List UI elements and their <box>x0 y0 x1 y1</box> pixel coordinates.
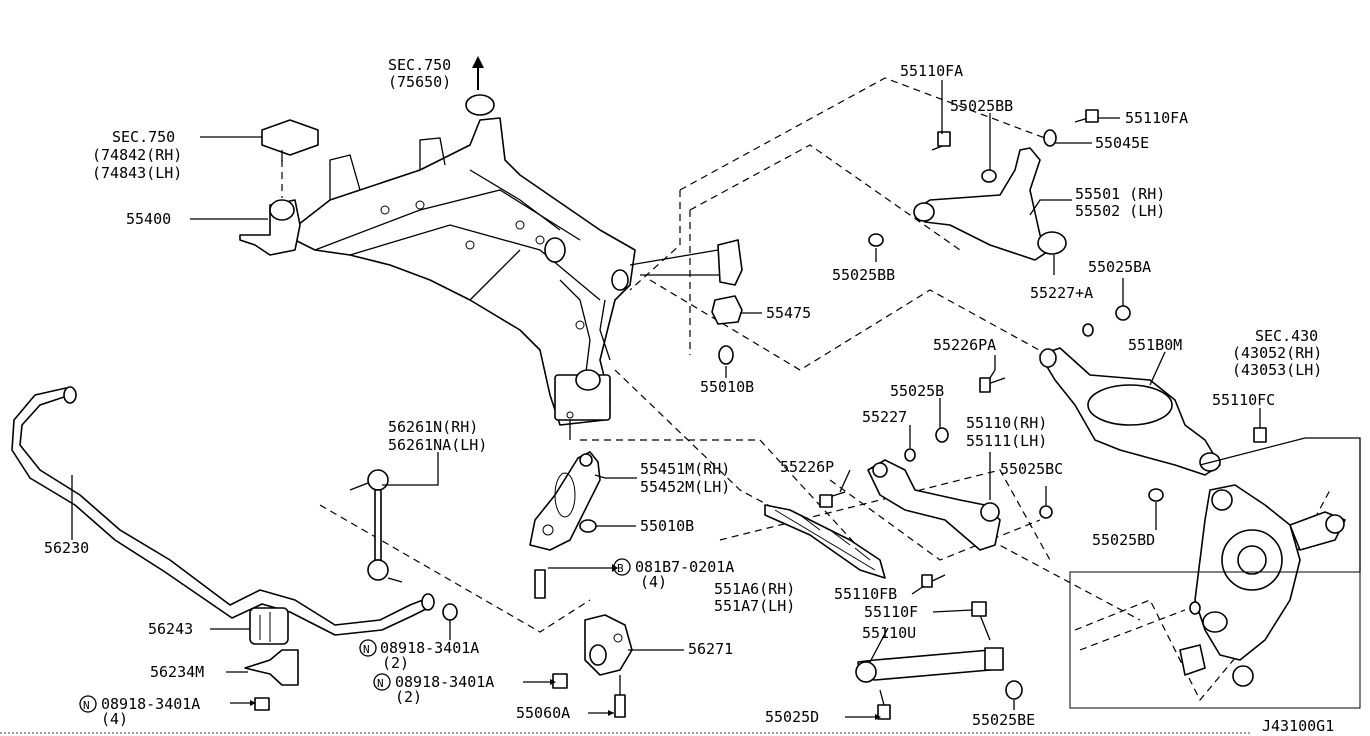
arm-55451M <box>529 451 601 599</box>
label-08918-c-qty: (4) <box>101 710 128 728</box>
svg-text:N: N <box>377 677 384 690</box>
label-08918-b-qty: (2) <box>395 688 422 706</box>
knuckle-ref-line <box>1199 437 1361 572</box>
label-55227a: 55227+A <box>1030 284 1093 302</box>
bushing-56243 <box>249 607 289 645</box>
label-55110rh: 55110(RH) <box>966 414 1047 432</box>
knuckle-43052 <box>1179 484 1346 687</box>
label-08918-a: 08918-3401A <box>380 639 479 657</box>
label-55025d: 55025D <box>765 708 819 726</box>
label-551b0m: 551B0M <box>1128 336 1182 354</box>
label-55010b-b: 55010B <box>640 517 694 535</box>
label-081b7-qty: (4) <box>640 573 667 591</box>
label-55111lh: 55111(LH) <box>966 432 1047 450</box>
label-55025be: 55025BE <box>972 711 1035 729</box>
lateral-link-55110U <box>855 574 1023 720</box>
label-55400: 55400 <box>126 210 171 228</box>
label-56230: 56230 <box>44 539 89 557</box>
label-75650: (75650) <box>388 73 451 91</box>
label-74843: (74843(LH) <box>92 164 182 182</box>
label-43052: (43052(RH) <box>1232 344 1322 362</box>
mount-bracket-74842 <box>261 119 319 162</box>
label-56261n: 56261N(RH) <box>388 418 478 436</box>
label-55451m: 55451M(RH) <box>640 460 730 478</box>
label-551a7: 551A7(LH) <box>714 597 795 615</box>
label-56271: 56271 <box>688 640 733 658</box>
label-55110fc: 55110FC <box>1212 391 1275 409</box>
upper-arm-55501 <box>868 109 1099 275</box>
label-55502: 55502 (LH) <box>1075 202 1165 220</box>
stabilizer-bar-56230 <box>11 386 435 636</box>
label-sec430: SEC.430 <box>1255 327 1318 345</box>
svg-text:N: N <box>363 643 370 656</box>
lower-link-551B0M <box>904 305 1267 502</box>
label-08918-a-qty: (2) <box>382 654 409 672</box>
label-43053: (43053(LH) <box>1232 361 1322 379</box>
bracket-56271 <box>552 614 633 718</box>
knuckle-detail-box <box>1069 571 1361 709</box>
toe-link-551A6 <box>764 504 886 579</box>
label-08918-c: 08918-3401A <box>101 695 200 713</box>
label-55010b-a: 55010B <box>700 378 754 396</box>
label-74842: (74842(RH) <box>92 146 182 164</box>
callout-labels: SEC.750 (75650) SEC.750 (74842(RH) (7484… <box>44 56 1334 735</box>
label-55025b: 55025B <box>890 382 944 400</box>
label-55025bd: 55025BD <box>1092 531 1155 549</box>
label-56243: 56243 <box>148 620 193 638</box>
label-551a6: 551A6(RH) <box>714 580 795 598</box>
label-55110u: 55110U <box>862 624 916 642</box>
label-55110fb: 55110FB <box>834 585 897 603</box>
arm-55110 <box>819 459 1053 551</box>
label-55475: 55475 <box>766 304 811 322</box>
label-55226p: 55226P <box>780 458 834 476</box>
stabilizer-link-56261N <box>349 469 403 583</box>
grouping-dashed-lines <box>319 77 1331 702</box>
label-56234m: 56234M <box>150 663 204 681</box>
label-55110fa-b: 55110FA <box>1125 109 1188 127</box>
diagram-id: J43100G1 <box>1262 717 1334 735</box>
label-55110f: 55110F <box>864 603 918 621</box>
label-55025ba: 55025BA <box>1088 258 1151 276</box>
nut-marker-icon-b: N <box>373 673 391 691</box>
label-55227: 55227 <box>862 408 907 426</box>
label-55025bc: 55025BC <box>1000 460 1063 478</box>
label-sec750-mount: SEC.750 <box>112 128 175 146</box>
label-08918-b: 08918-3401A <box>395 673 494 691</box>
label-55060a: 55060A <box>516 704 570 722</box>
nut-marker-icon-a: N <box>359 639 377 657</box>
label-55110fa-a: 55110FA <box>900 62 963 80</box>
label-55025bb-a: 55025BB <box>950 97 1013 115</box>
subframe-mount-55400 <box>239 160 301 256</box>
nut-marker-icon-c: N <box>79 695 97 713</box>
label-081b7: 081B7-0201A <box>635 558 734 576</box>
up-arrow-icon <box>472 56 484 90</box>
leader-arrowheads <box>250 564 881 720</box>
rear-subframe <box>284 94 636 440</box>
label-55226pa: 55226PA <box>933 336 996 354</box>
bushing-55475 <box>629 239 743 365</box>
svg-text:N: N <box>83 699 90 712</box>
label-55045e: 55045E <box>1095 134 1149 152</box>
label-56261na: 56261NA(LH) <box>388 436 487 454</box>
leader-lines <box>71 80 1261 718</box>
svg-text:B: B <box>617 562 624 575</box>
clamp-56234M <box>244 603 458 711</box>
label-55452m: 55452M(LH) <box>640 478 730 496</box>
label-55501: 55501 (RH) <box>1075 185 1165 203</box>
label-sec750-top: SEC.750 <box>388 56 451 74</box>
label-55025bb-b: 55025BB <box>832 266 895 284</box>
